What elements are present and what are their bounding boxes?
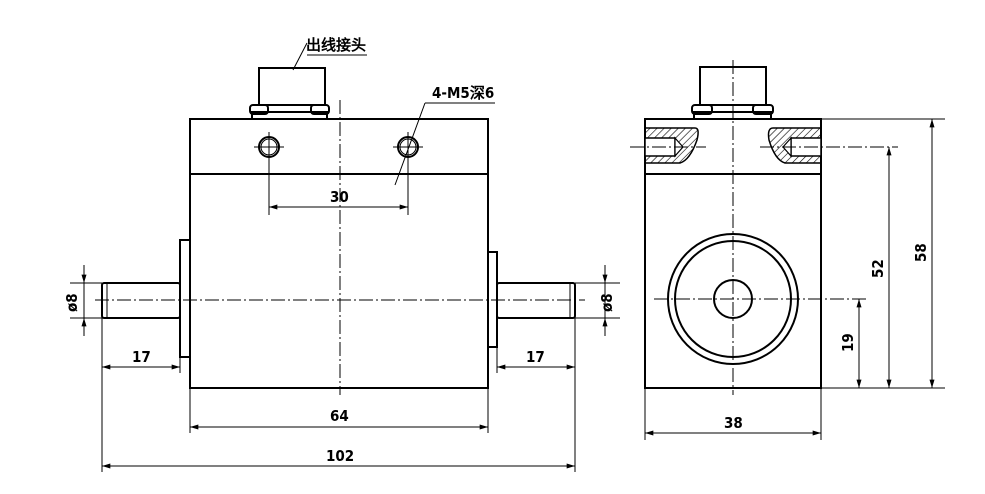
dim-hole-spacing: 30 — [330, 188, 349, 206]
thread-label: 4-M5深6 — [432, 84, 494, 102]
front-view: 出线接头 4-M5深6 30 ø8 ø8 17 17 64 102 — [63, 36, 620, 472]
dim-body-len: 64 — [330, 407, 349, 425]
connector — [249, 67, 330, 120]
dim-shaft-len-right: 17 — [526, 348, 545, 366]
connector-label: 出线接头 — [306, 36, 366, 54]
dim-shaft-len-left: 17 — [132, 348, 151, 366]
body-side — [644, 118, 822, 389]
dim-hole-height: 52 — [869, 259, 887, 278]
dim-shaft-dia-right: ø8 — [598, 293, 616, 312]
flange-left — [179, 239, 191, 358]
dim-width: 38 — [724, 414, 743, 432]
side-view: 19 52 58 38 — [630, 60, 945, 440]
mounting-holes — [254, 132, 423, 215]
dim-total-len: 102 — [326, 447, 354, 465]
dim-total-height: 58 — [912, 243, 930, 262]
body — [189, 118, 489, 389]
dim-center-height: 19 — [839, 333, 857, 352]
dim-shaft-dia-left: ø8 — [63, 293, 81, 312]
